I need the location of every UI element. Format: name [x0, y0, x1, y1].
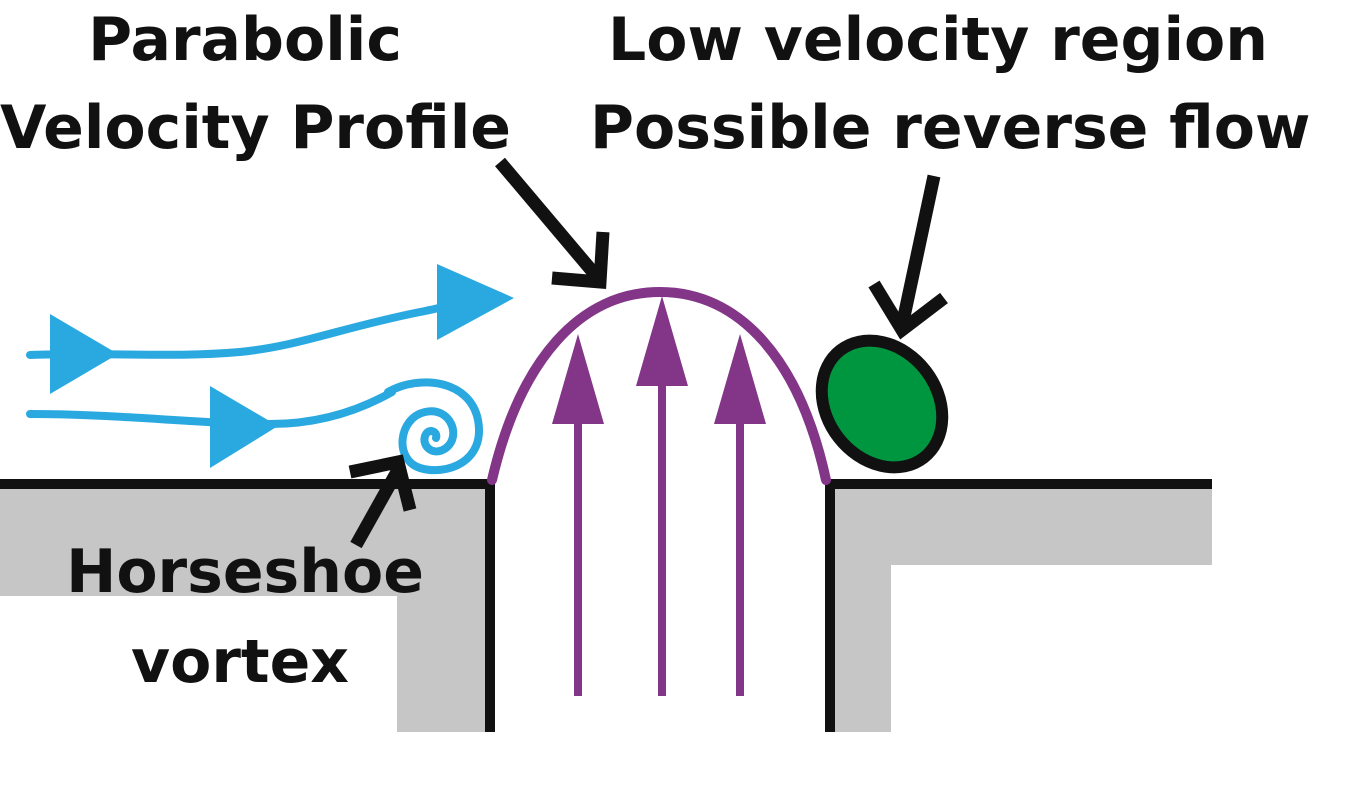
- low-velocity-label-line2: Possible reverse flow: [590, 93, 1311, 163]
- lower-streamline-arrow-1: [210, 386, 278, 468]
- right-wall-outline: [825, 479, 1212, 732]
- right-wall-fill: [830, 488, 1212, 732]
- pointer-arrow-parabolic: [495, 157, 610, 290]
- velocity-arrow-left-head: [552, 334, 604, 424]
- pointer-arrow-low-velocity: [868, 174, 948, 340]
- left-wall-fill: [0, 488, 488, 732]
- low-velocity-region: [815, 334, 949, 474]
- horseshoe-label-line2: vortex: [131, 627, 349, 697]
- pointer-arrow-horseshoe: [348, 454, 417, 549]
- velocity-arrow-right-head: [714, 334, 766, 424]
- parabolic-label-line2: Velocity Profile: [0, 93, 511, 163]
- low-velocity-label-line1: Low velocity region: [608, 5, 1268, 75]
- upper-streamline-arrow-1: [50, 314, 118, 394]
- parabolic-label-line1: Parabolic: [88, 5, 402, 75]
- parabolic-velocity-profile: [487, 286, 831, 485]
- upper-streamline-arrow-2: [437, 264, 514, 340]
- horseshoe-vortex-spiral: [384, 378, 484, 475]
- velocity-arrow-center-head: [636, 296, 688, 386]
- horseshoe-label-line1: Horseshoe: [66, 537, 424, 607]
